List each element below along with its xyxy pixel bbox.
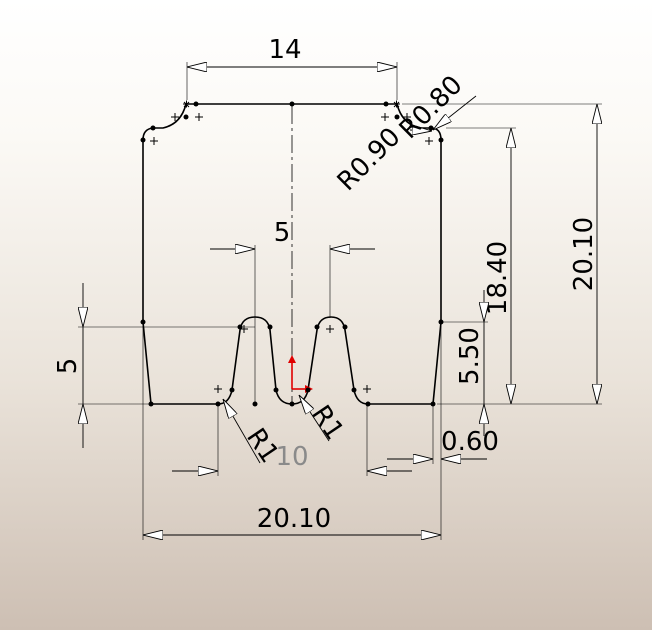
dimension-base-offset-value: 0.60 (441, 427, 499, 457)
dimension-fillet-right[interactable]: R1 (299, 395, 349, 446)
dimension-slot-depth-right[interactable]: 5.50 (443, 290, 488, 436)
dimension-slot-spacing[interactable]: 5 (210, 218, 375, 402)
dimension-fillet-a-value: R0.90 (332, 122, 407, 197)
dimension-slot-depth-right-value: 5.50 (455, 327, 485, 385)
dimension-slot-depth-left[interactable]: 5 (53, 283, 255, 448)
dimension-fillet-b-value: R0.80 (394, 70, 469, 145)
dimension-base-width-value: 20.10 (257, 504, 331, 534)
dimension-inner-height-value: 18.40 (483, 241, 513, 315)
dimension-base-offset[interactable]: 0.60 (387, 326, 499, 540)
dimension-slot-spacing-value: 5 (274, 218, 291, 248)
dimension-overall-height-value: 20.10 (569, 217, 599, 291)
dimension-slot-depth-left-value: 5 (53, 358, 83, 375)
origin-marker (288, 355, 313, 393)
dimension-top-width-value: 14 (268, 35, 301, 65)
center-marks (150, 100, 433, 393)
dimension-fillet-top-right[interactable]: R0.90 R0.80 (332, 70, 477, 197)
dimension-reference-width-value: 10 (275, 442, 308, 472)
dimension-fillet-right-value: R1 (305, 400, 349, 445)
dimension-top-width[interactable]: 14 (186, 35, 398, 100)
dimension-overall-height[interactable]: 20.10 (402, 103, 602, 405)
dimension-reference-width[interactable]: 10 (172, 406, 412, 476)
dimension-base-width[interactable]: 20.10 (142, 326, 441, 540)
